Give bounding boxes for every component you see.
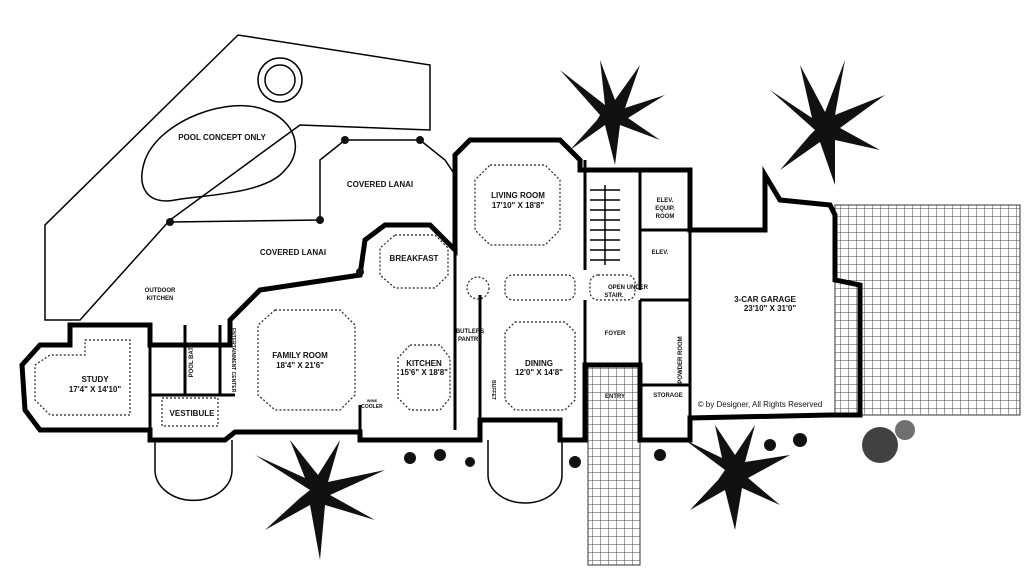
garage-size: 23'10" X 31'0" <box>744 304 797 313</box>
interior-walls <box>148 160 692 432</box>
vestibule-outline <box>161 397 219 427</box>
storage-label: STORAGE <box>653 393 683 399</box>
elev-equip-label-1: ELEV. <box>657 198 674 204</box>
column <box>166 218 174 226</box>
stairs <box>590 185 620 265</box>
column <box>316 216 324 224</box>
study-label: STUDY <box>81 375 109 384</box>
kitchen-size: 15'6" X 18'8" <box>400 368 448 377</box>
garage-label: 3-CAR GARAGE <box>734 295 796 304</box>
elev-equip-label-3: ROOM <box>656 214 675 220</box>
driveway-pavers <box>834 204 1021 416</box>
gallery-circle <box>466 276 490 300</box>
palm-tree-icon <box>560 60 665 165</box>
column <box>356 268 364 276</box>
pool-bath-label: POOL BATH <box>189 343 195 378</box>
kitchen-outline <box>397 344 451 411</box>
kitchen-label: KITCHEN <box>406 359 442 368</box>
breakfast-label: BREAKFAST <box>390 254 439 263</box>
pool-deck-outline <box>44 34 431 321</box>
covered-lanai-lower-label: COVERED LANAI <box>260 248 326 257</box>
gallery-outline <box>504 274 576 301</box>
study-porch-arch <box>154 440 233 502</box>
palm-tree-icon <box>685 425 790 530</box>
outdoor-kitchen-label-2: KITCHEN <box>147 296 174 302</box>
wine-cooler-label-2: COOLER <box>361 404 383 410</box>
breakfast-outline <box>379 234 449 289</box>
living-room-size: 17'10" X 18'8" <box>492 201 545 210</box>
dining-porch-arch <box>487 440 563 504</box>
outdoor-kitchen-label-1: OUTDOOR <box>145 288 176 294</box>
exterior-walls <box>19 137 863 443</box>
entry-walk-pavers <box>587 364 641 566</box>
column <box>416 136 424 144</box>
palm-tree-icon <box>770 60 885 185</box>
open-under-stair-label-1: OPEN UNDER <box>608 285 649 291</box>
butlers-pantry-label-1: BUTLERS <box>456 329 484 335</box>
living-room-outline <box>474 164 561 246</box>
covered-lanai-upper-label: COVERED LANAI <box>347 180 413 189</box>
entertainment-center-label: ENTERTAINMENT CENTER <box>230 328 236 393</box>
butlers-pantry-label-2: PANTRY <box>458 337 482 343</box>
foyer-label: FOYER <box>605 331 626 337</box>
open-under-stair-label-2: STAIR. <box>604 293 624 299</box>
elev-equip-label-2: EQUIP. <box>655 206 675 212</box>
family-room-outline <box>257 309 356 411</box>
palm-tree-icon <box>255 440 385 560</box>
family-room-label: FAMILY ROOM <box>272 351 328 360</box>
pool-label: POOL CONCEPT ONLY <box>178 133 266 142</box>
vestibule-label: VESTIBULE <box>170 409 216 418</box>
copyright-notice: © by Designer, All Rights Reserved <box>698 400 823 409</box>
shrub-icon <box>404 420 915 468</box>
elev-label: ELEV. <box>652 250 669 256</box>
living-room-label: LIVING ROOM <box>491 191 545 200</box>
study-size: 17'4" X 14'10" <box>69 385 122 394</box>
dining-size: 12'0" X 14'8" <box>515 368 563 377</box>
spa <box>257 57 303 103</box>
spa-inner <box>264 64 296 96</box>
entry-label: ENTRY <box>605 394 625 400</box>
pool <box>141 104 296 202</box>
stair-outline <box>589 274 636 301</box>
powder-room-label: POWDER ROOM <box>678 336 684 383</box>
buffet-label: BUFFET <box>490 380 496 400</box>
dining-label: DINING <box>525 359 553 368</box>
family-room-size: 18'4" X 21'6" <box>276 361 324 370</box>
study-outline <box>34 339 131 416</box>
column <box>341 136 349 144</box>
wine-cooler-label-1: WINE <box>367 398 378 403</box>
